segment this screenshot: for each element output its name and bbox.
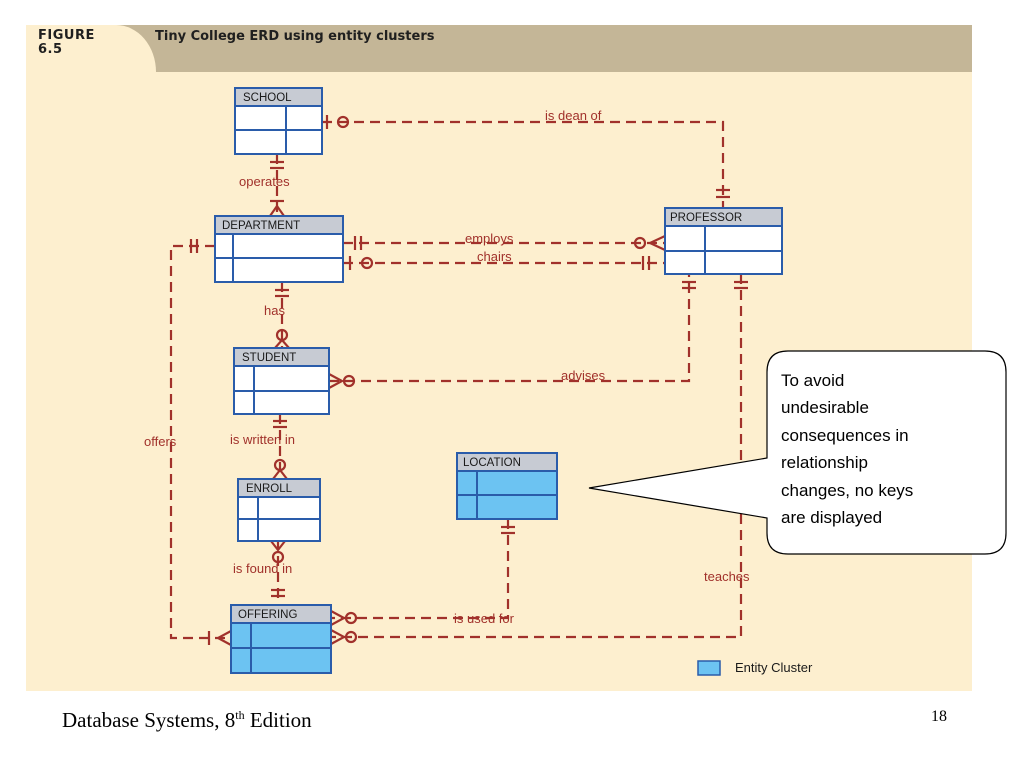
callout: To avoid undesirable consequences in rel… xyxy=(588,350,1007,555)
entity-school: SCHOOL xyxy=(234,87,323,155)
legend-swatch xyxy=(697,660,721,676)
figure-tab: FIGURE 6.5 xyxy=(26,25,156,72)
rel-offers: offers xyxy=(144,434,177,449)
rel-teaches: teaches xyxy=(704,569,750,584)
entity-enroll: ENROLL xyxy=(237,478,321,542)
footer-book-sup: th xyxy=(235,708,245,722)
entity-enroll-title: ENROLL xyxy=(246,483,293,495)
rel-has: has xyxy=(264,303,285,318)
callout-line-4: relationship xyxy=(781,453,868,472)
callout-line-6: are displayed xyxy=(781,508,882,527)
rel-is-used-for: is used for xyxy=(454,611,515,626)
rel-operates: operates xyxy=(239,174,290,189)
line-is-dean-of xyxy=(322,120,725,208)
figure-label: FIGURE 6.5 xyxy=(38,29,95,57)
figure-title: Tiny College ERD using entity clusters xyxy=(155,29,435,44)
footer-book-prefix: Database Systems, 8 xyxy=(62,708,236,732)
rel-is-found-in: is found in xyxy=(233,561,292,576)
page-number: 18 xyxy=(931,708,947,725)
entity-school-title: SCHOOL xyxy=(243,92,292,104)
legend-label: Entity Cluster xyxy=(735,660,813,675)
line-teaches xyxy=(331,274,743,639)
rel-advises: advises xyxy=(561,368,606,383)
entity-location: LOCATION xyxy=(456,452,558,520)
entity-offering-title: OFFERING xyxy=(238,609,297,621)
entity-location-title: LOCATION xyxy=(463,457,521,469)
line-advises xyxy=(329,274,691,383)
entity-department: DEPARTMENT xyxy=(214,215,344,283)
entity-offering: OFFERING xyxy=(230,604,332,674)
figure-label-word: FIGURE xyxy=(38,28,95,43)
rel-employs: employs xyxy=(465,231,514,246)
callout-line-3: consequences in xyxy=(781,426,909,445)
entity-department-title: DEPARTMENT xyxy=(222,220,300,232)
callout-line-2: undesirable xyxy=(781,398,869,417)
line-offers xyxy=(169,244,231,640)
callout-line-1: To avoid xyxy=(781,371,844,390)
entity-student: STUDENT xyxy=(233,347,330,415)
figure-label-number: 6.5 xyxy=(38,42,63,57)
entity-professor: PROFESSOR xyxy=(664,207,783,275)
callout-line-5: changes, no keys xyxy=(781,481,913,500)
rel-is-dean-of: is dean of xyxy=(545,108,602,123)
line-is-used-for xyxy=(331,519,510,620)
entity-student-title: STUDENT xyxy=(242,352,296,364)
rel-chairs: chairs xyxy=(477,249,512,264)
entity-professor-title: PROFESSOR xyxy=(670,212,742,224)
legend: Entity Cluster xyxy=(697,660,813,676)
figure-header: FIGURE 6.5 Tiny College ERD using entity… xyxy=(26,25,972,72)
footer-book-title: Database Systems, 8th Edition xyxy=(62,708,312,733)
footer-book-suffix: Edition xyxy=(244,708,312,732)
rel-is-written-in: is written in xyxy=(230,432,295,447)
